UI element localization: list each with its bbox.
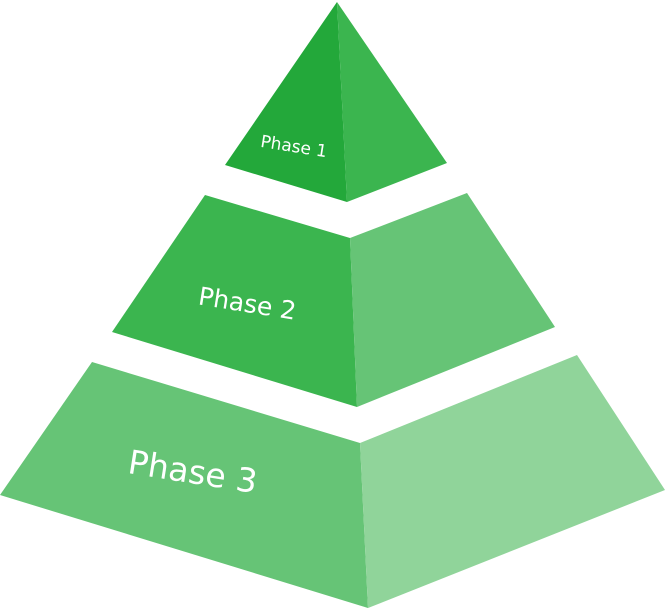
tier-3-right-face	[360, 355, 665, 608]
tier-1-left-face	[225, 2, 347, 202]
tier-phase-3: Phase 3	[0, 355, 665, 608]
tier-3-left-face	[0, 362, 368, 608]
tier-2-left-face	[112, 195, 357, 407]
tier-1-right-face	[337, 2, 447, 202]
tier-2-right-face	[350, 193, 555, 407]
tier-phase-1: Phase 1	[225, 2, 447, 202]
tier-phase-2: Phase 2	[112, 193, 555, 407]
